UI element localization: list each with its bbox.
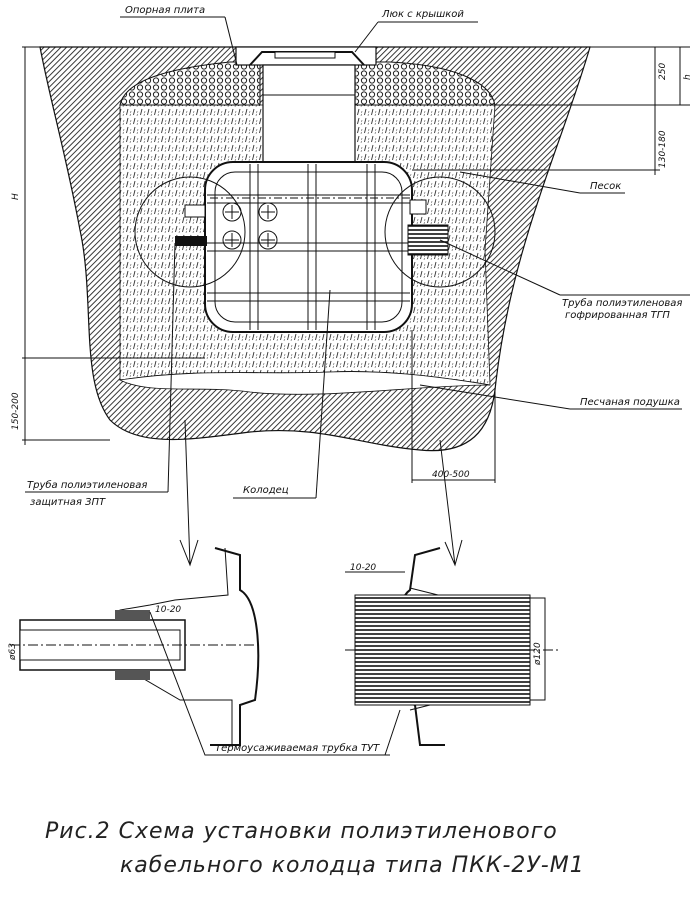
label-corrugated-pipe-1: Труба полиэтиленовая [562,297,682,309]
callouts: Опорная плита Люк с крышкой Песок Труба … [25,5,690,567]
dim-150-200: 150-200 [11,392,21,430]
label-sand: Песок [590,181,621,192]
well-body [204,161,413,333]
well-neck [262,64,356,166]
label-support-plate: Опорная плита [125,5,205,16]
sand-cushion [118,371,491,395]
dim-130-180: 130-180 [658,130,668,168]
corrugated-pipe-tgp [407,224,449,256]
label-well: Колодец [243,485,289,496]
dim-400-500: 400-500 [432,470,470,480]
dim-h: h [683,74,693,80]
label-heat-shrink: Термоусаживаемая трубка ТУТ [215,742,380,754]
hatch [235,46,377,166]
dim-left-gap: 10-20 [155,605,181,615]
support-plate-gravel [119,61,496,106]
label-protective-pipe-2: защитная ЗПТ [30,497,106,508]
dimensions: 250 h 130-180 H 150-200 400-500 [11,46,693,483]
caption-line-2: кабельного колодца типа ПКК-2У-М1 [120,853,585,878]
dim-d63: ø63 [8,643,18,661]
label-corrugated-pipe-2: гофрированная ТГП [565,310,670,321]
label-sand-cushion: Песчаная подушка [580,397,680,408]
dim-H: H [11,193,21,200]
caption-line-1: Рис.2 Схема установки полиэтиленового [45,819,558,844]
arrow-right-detail [439,439,463,567]
protective-pipe-zpt [175,236,207,246]
label-hatch: Люк с крышкой [381,9,464,20]
detail-left: 10-20 ø63 [8,547,260,746]
detail-right: 10-20 ø120 [345,547,560,746]
dim-right-gap: 10-20 [350,563,376,573]
arrow-left-detail [179,419,199,567]
dim-250: 250 [658,63,668,80]
label-protective-pipe-1: Труба полиэтиленовая [27,479,147,491]
dim-d120: ø120 [533,642,543,666]
